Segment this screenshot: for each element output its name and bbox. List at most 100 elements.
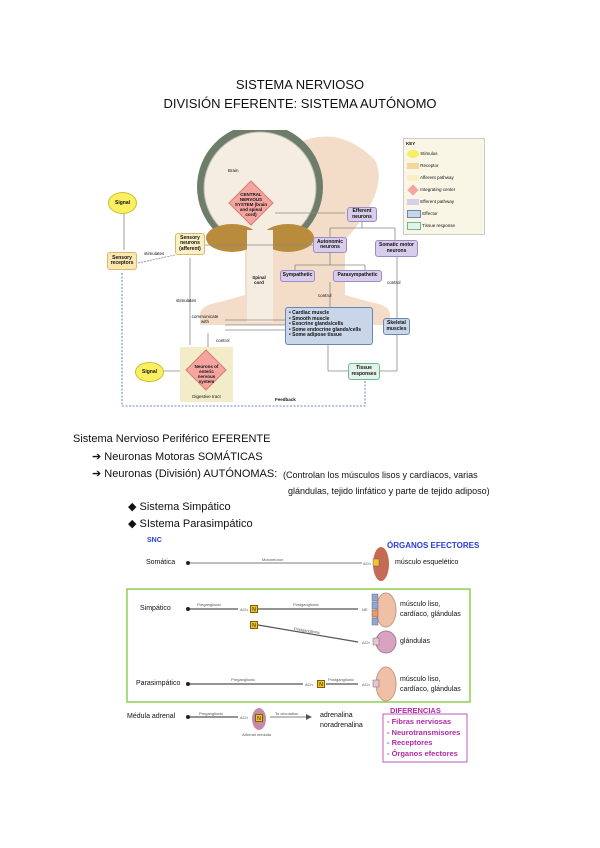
ach-label: ACh [305,682,313,687]
ach-label: ACh [240,715,248,720]
musculo-esqueletico: músculo esquelético [395,559,459,566]
enteric-diamond [185,349,227,391]
outline-sub-2-text: SIstema Parasimpático [139,518,253,530]
symp-gland-line [257,624,359,643]
cardiaco-glandulas-1: cardíaco, glándulas [400,611,461,618]
diferencias-title: DIFERENCIAS [390,706,441,715]
arrow-icon: ➔ [92,451,105,463]
diferencias-item: - Receptores [387,738,433,747]
snc-label: SNC [147,537,162,544]
sensory-receptors: Sensory receptors [107,252,137,270]
receptor-swatch [407,162,419,169]
effector-item: • Some adipose tissue [289,332,342,338]
diferencias-item: - Fibras nerviosas [387,717,452,726]
ach-label: ACh [362,682,370,687]
ach-label: ACh [362,640,370,645]
outline-sub-1-text: Sistema Simpático [139,501,231,513]
efferent-swatch [407,198,419,205]
effector-item: • Exocrine glands/cells [289,321,344,327]
adrenalina-label: adrenalina [320,712,353,719]
effector-item: • Cardiac muscle [289,310,330,316]
cardiaco-glandulas-2: cardíaco, glándulas [400,686,461,693]
effector-item: • Some endocrine glands/cells [289,326,362,333]
n-receptor-symp-2: N [250,621,258,629]
stimulates-label-2: stimulates [176,298,197,303]
key-item: Effector [422,211,438,216]
outline-note-2: glándulas, tejido linfático y parte de t… [288,486,490,496]
brain-label: Brain [228,168,239,173]
ach-label: ACh [363,561,371,566]
to-circulation-label: To circulation [275,711,299,716]
signal-bottom: Signal [135,362,164,382]
outline-item-1-text: Neuronas Motoras SOMÁTICAS [104,451,263,463]
noradrenalina-label: noradrenalina [320,722,363,729]
control-label-3: control [387,280,401,285]
spinal-cord-label: Spinal cord [252,275,266,285]
stimulates-label-1: stimulates [144,251,165,256]
musculo-liso-2: músculo liso, [400,676,441,683]
key-item: Stimulus [420,151,438,156]
diagram-lines [121,130,398,407]
preganglionic-label: Preganglionic [199,711,224,716]
simpatico-label: Simpático [140,605,171,612]
diamond-bullet-icon: ◆ [128,501,140,513]
outline-sub-1: ◆ Sistema Simpático [128,500,231,513]
cns-diagram: Brain CENTRAL NERVOUS SYSTEM (brain and … [100,130,490,415]
n-receptor-para: N [317,680,325,688]
diamond-bullet-icon: ◆ [128,518,140,530]
signal-top: Signal [108,192,137,214]
key-item: Afferent pathway [420,175,454,180]
skeletal-muscles: Skeletal muscles [383,318,410,335]
outline-item-1: ➔ Neuronas Motoras SOMÁTICAS [92,450,263,463]
medula-adrenal-label: Médula adrenal [127,713,176,720]
key-item: Tissue response [422,223,456,228]
effector-swatch [407,209,421,218]
control-label-2: control [318,293,332,298]
tissue-swatch [407,221,421,230]
postganglionic-label: Postganglionic [328,677,355,682]
enteric-box: Neurons of enteric nervous system Digest… [180,347,233,402]
organos-label: ÓRGANOS EFECTORES [387,541,480,550]
tissue-responses: Tissue responses [348,363,380,380]
outline-note-1: (Controlan los músculos lisos y cardíaco… [283,470,478,480]
preganglionic-label: Preganglionic [231,677,256,682]
outline-item-2: ➔ Neuronas (División) AUTÓNOMAS: [92,467,277,480]
adrenal-medulla-label: Adrenal medulla [242,732,271,737]
preganglionic-label: Preganglionic [197,602,222,607]
feedback-label: Feedback [275,397,296,402]
autonomic-frame [126,588,471,703]
digestive-tract-label: Digestive tract [192,394,221,399]
cns-label: CENTRAL NERVOUS SYSTEM (brain and spinal… [234,192,268,217]
key-title: KEY [406,141,416,146]
glandulas-label: glándulas [400,638,430,645]
diferencias-list: - Fibras nerviosas - Neurotransmisores -… [387,717,460,759]
somatic-motor-neurons: Somatic motor neurons [375,240,418,257]
musculo-liso-1: músculo liso, [400,601,441,608]
efferent-neurons: Efferent neurons [347,207,377,222]
skeletal-muscle-organ [373,547,389,581]
parasympathetic: Parasympathetic [333,270,382,282]
n-receptor-adrenal: N [255,714,263,722]
key-item: Efferent pathway [420,199,454,204]
smooth-muscle-organ [375,592,397,628]
stimulus-swatch [407,149,419,158]
motoneuron-label: Motoneuron [262,557,284,562]
parasimpatico-label: Parasimpático [136,680,181,687]
key-legend: KEY Stimulus Receptor Afferent pathway I… [403,138,485,235]
autonomic-neurons: Autonomic neurons [313,237,347,253]
title-line-2: DIVISIÓN EFERENTE: SISTEMA AUTÓNOMO [163,96,437,111]
afferent-swatch [407,174,419,181]
arrow-icon: ➔ [92,468,105,480]
ach-label: ACh [240,607,248,612]
control-label-1: control [216,338,230,343]
postganglionic-label: Postganglionic [293,602,320,607]
outline-sub-2: ◆ SIstema Parasimpático [128,517,253,530]
ne-label: NE [362,607,368,612]
diferencias-item: - Neurotransmisores [387,727,461,737]
sympathetic: Sympathetic [280,270,315,282]
diferencias-frame [382,713,468,763]
outline-item-2-text: Neuronas (División) AUTÓNOMAS: [104,468,278,480]
enteric-label: Neurons of enteric nervous system [194,364,219,384]
